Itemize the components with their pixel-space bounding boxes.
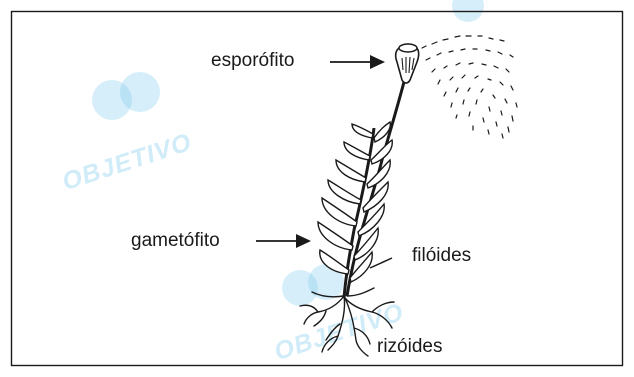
phylloids-left (317, 123, 374, 275)
arrow-to-gametophyte (256, 234, 311, 248)
sporophyte-capsule (394, 43, 420, 84)
phylloid-pointer-line (369, 257, 393, 269)
watermark-logo-icon (92, 72, 160, 120)
watermark-logo-icon (282, 264, 344, 306)
label-rhizoids: rizóides (377, 336, 443, 357)
label-sporophyte: esporófito (211, 50, 295, 71)
gametophyte-stem (342, 127, 376, 299)
phylloids-right (349, 120, 393, 283)
rhizoids (299, 287, 395, 357)
label-phylloids: filóides (412, 245, 472, 266)
figure-border (10, 10, 624, 367)
label-gametophyte: gametófito (131, 230, 220, 251)
arrow-to-sporophyte (330, 55, 385, 69)
spore-cloud (421, 35, 518, 139)
sporophyte-stalk (345, 81, 406, 297)
